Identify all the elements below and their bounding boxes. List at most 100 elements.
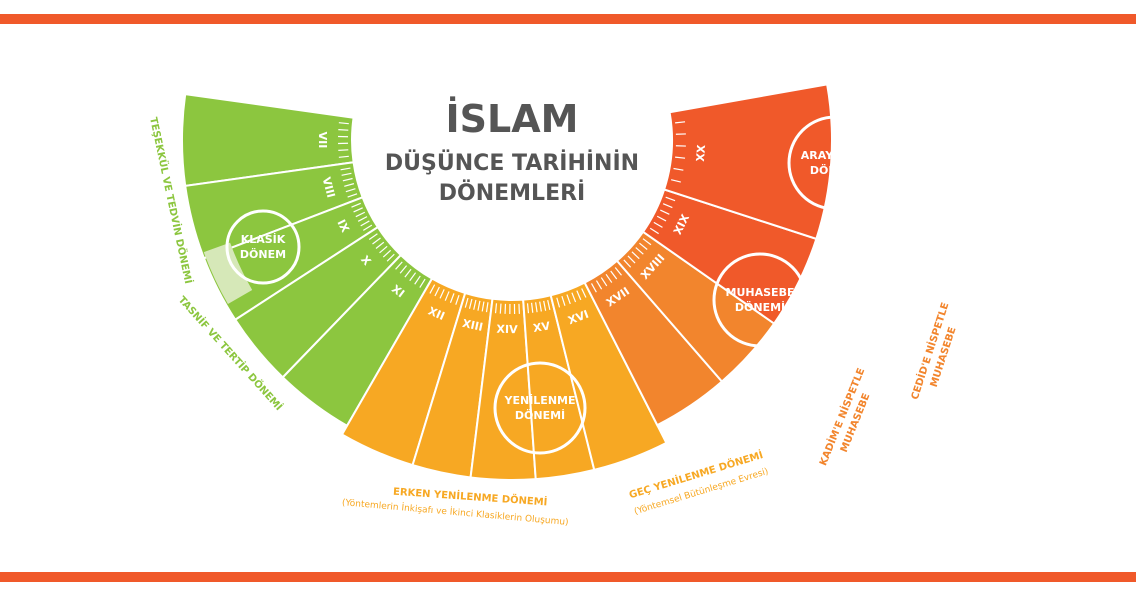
- century-tick: [386, 253, 395, 262]
- century-tick: [656, 215, 667, 222]
- century-tick: [561, 296, 566, 306]
- century-tick: [635, 247, 644, 255]
- century-label-XIV: XIV: [496, 323, 518, 337]
- century-tick: [347, 193, 358, 198]
- century-tick: [494, 303, 498, 314]
- century-label-XX: XX: [694, 144, 708, 162]
- century-tick: [477, 300, 481, 311]
- century-tick: [571, 292, 577, 303]
- century-tick: [610, 270, 618, 280]
- century-tick: [439, 289, 445, 299]
- century-tick: [581, 288, 587, 298]
- century-label-XII: XII: [426, 304, 446, 323]
- century-label-VIII: VIII: [320, 176, 338, 199]
- klasik-label-line2: DÖNEM: [240, 247, 286, 261]
- century-segment-XX: [662, 83, 833, 241]
- century-tick: [338, 122, 349, 125]
- century-segments: [181, 83, 833, 481]
- century-tick: [399, 265, 408, 274]
- century-tick: [623, 259, 632, 268]
- century-tick: [429, 284, 436, 294]
- century-tick: [455, 295, 460, 305]
- century-segment-XII: [340, 277, 467, 467]
- century-tick: [653, 221, 663, 228]
- century-tick: [368, 233, 378, 240]
- title-line3: DÖNEMLERİ: [439, 180, 585, 206]
- century-tick: [639, 242, 648, 250]
- century-segment-XIV: [469, 297, 537, 481]
- klasik-period-circle: KLASİK DÖNEM: [225, 209, 301, 285]
- arayislar-period-circle: ARAYIŞLAR DÖNEMİ: [787, 115, 883, 211]
- century-tick: [535, 302, 538, 313]
- bottom-accent-bar: [0, 572, 1136, 582]
- century-label-VII: VII: [316, 132, 329, 149]
- century-tick: [468, 298, 473, 309]
- arayislar-label-line2: DÖNEMİ: [810, 163, 860, 177]
- century-tick: [631, 251, 640, 260]
- century-tick: [357, 216, 368, 222]
- yenilenme-label-line2: DÖNEMİ: [515, 408, 565, 422]
- century-segment-XVIII: [615, 230, 776, 383]
- century-tick: [345, 188, 356, 193]
- century-tick: [600, 277, 608, 287]
- century-tick: [362, 224, 373, 231]
- century-tick: [355, 211, 366, 218]
- title-line2: DÜŞÜNCE TARİHİNİN: [385, 150, 639, 176]
- century-tick: [662, 203, 673, 209]
- century-label-IX: IX: [335, 217, 353, 235]
- century-tick: [434, 286, 440, 297]
- century-tick: [670, 179, 681, 183]
- arayislar-label-line1: ARAYIŞLAR: [801, 149, 870, 162]
- century-tick: [375, 241, 385, 249]
- century-tick: [566, 294, 571, 305]
- century-tick: [675, 156, 686, 159]
- century-label-XI: XI: [389, 282, 407, 300]
- century-tick: [360, 220, 370, 227]
- century-tick: [673, 167, 684, 171]
- century-segment-XI: [281, 253, 434, 428]
- century-tick: [338, 149, 349, 152]
- century-tick: [351, 202, 361, 208]
- century-tick: [605, 273, 613, 283]
- century-tick: [379, 245, 388, 254]
- century-tick: [627, 255, 636, 264]
- title-line1: İSLAM: [446, 97, 579, 141]
- century-ticks: [338, 121, 686, 314]
- century-tick: [473, 299, 477, 310]
- century-segment-XVII: [583, 259, 724, 427]
- yenilenme-label-line1: YENİLENME: [504, 393, 576, 407]
- century-tick: [595, 280, 603, 290]
- century-tick: [419, 278, 426, 288]
- century-label-XIII: XIII: [461, 317, 484, 334]
- century-tick: [464, 297, 469, 308]
- century-segment-VII: [181, 92, 355, 188]
- century-tick: [614, 267, 622, 276]
- century-tick: [382, 249, 392, 258]
- century-tick: [649, 227, 659, 235]
- century-tick: [499, 303, 502, 314]
- century-tick: [340, 167, 351, 171]
- century-tick: [539, 301, 542, 312]
- yenilenme-period-circle: YENİLENME DÖNEMİ: [493, 361, 587, 455]
- century-tick: [530, 302, 534, 313]
- century-tick: [344, 183, 355, 187]
- century-tick: [409, 272, 417, 282]
- century-tick: [526, 303, 530, 314]
- century-tick: [543, 300, 547, 311]
- muhasebe-period-circle: MUHASEBE DÖNEMİ: [712, 252, 808, 348]
- century-tick: [395, 261, 403, 270]
- century-tick: [338, 155, 349, 158]
- century-tick: [590, 283, 597, 293]
- century-tick: [576, 290, 582, 301]
- century-tick: [353, 207, 363, 213]
- century-tick: [341, 172, 352, 176]
- top-accent-bar: [0, 14, 1136, 24]
- muhasebe-label-line1: MUHASEBE: [726, 286, 795, 299]
- century-tick: [342, 177, 353, 182]
- century-tick: [338, 128, 349, 131]
- century-tick: [372, 237, 381, 245]
- century-tick: [675, 121, 686, 124]
- century-tick: [485, 302, 489, 313]
